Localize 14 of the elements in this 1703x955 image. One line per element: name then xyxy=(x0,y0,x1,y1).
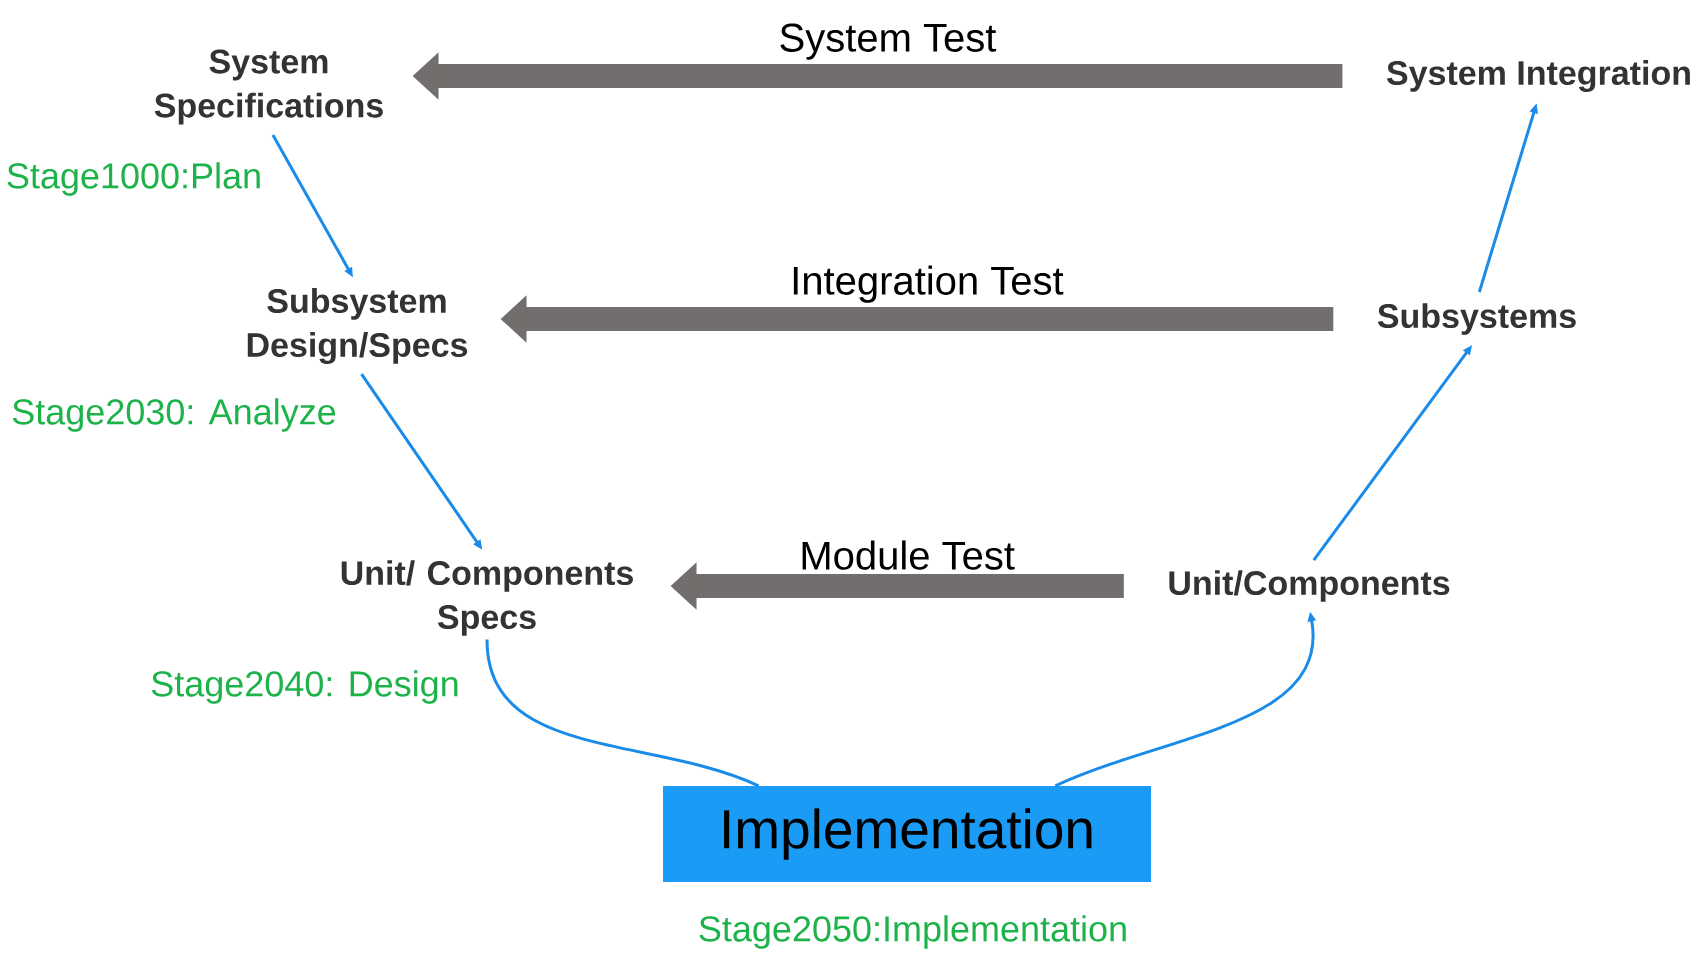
stage-label-text: System Integration xyxy=(1386,60,1690,92)
stage-label-text: Unit/Components xyxy=(1169,570,1450,602)
implementation-box: Implementation xyxy=(663,786,1151,882)
stage-label-text: Subsystems xyxy=(1377,303,1576,335)
stage-caption: Stage2050:Implementation xyxy=(699,915,1126,949)
stage-caption: Stage2040: Design xyxy=(151,670,458,704)
stage-label-text: Subsystem Design/Specs xyxy=(247,288,468,364)
stage-caption: Stage1000:Plan xyxy=(7,162,260,196)
edge-label: Module Test xyxy=(797,538,1017,572)
stage-caption: Stage2030: Analyze xyxy=(12,398,336,432)
stage-label-text: System Specifications xyxy=(154,49,383,125)
edge-label: System Test xyxy=(776,21,999,62)
edge-label: Integration Test xyxy=(788,263,1066,305)
stage-label-text: Unit/ Components Specs xyxy=(341,560,633,636)
